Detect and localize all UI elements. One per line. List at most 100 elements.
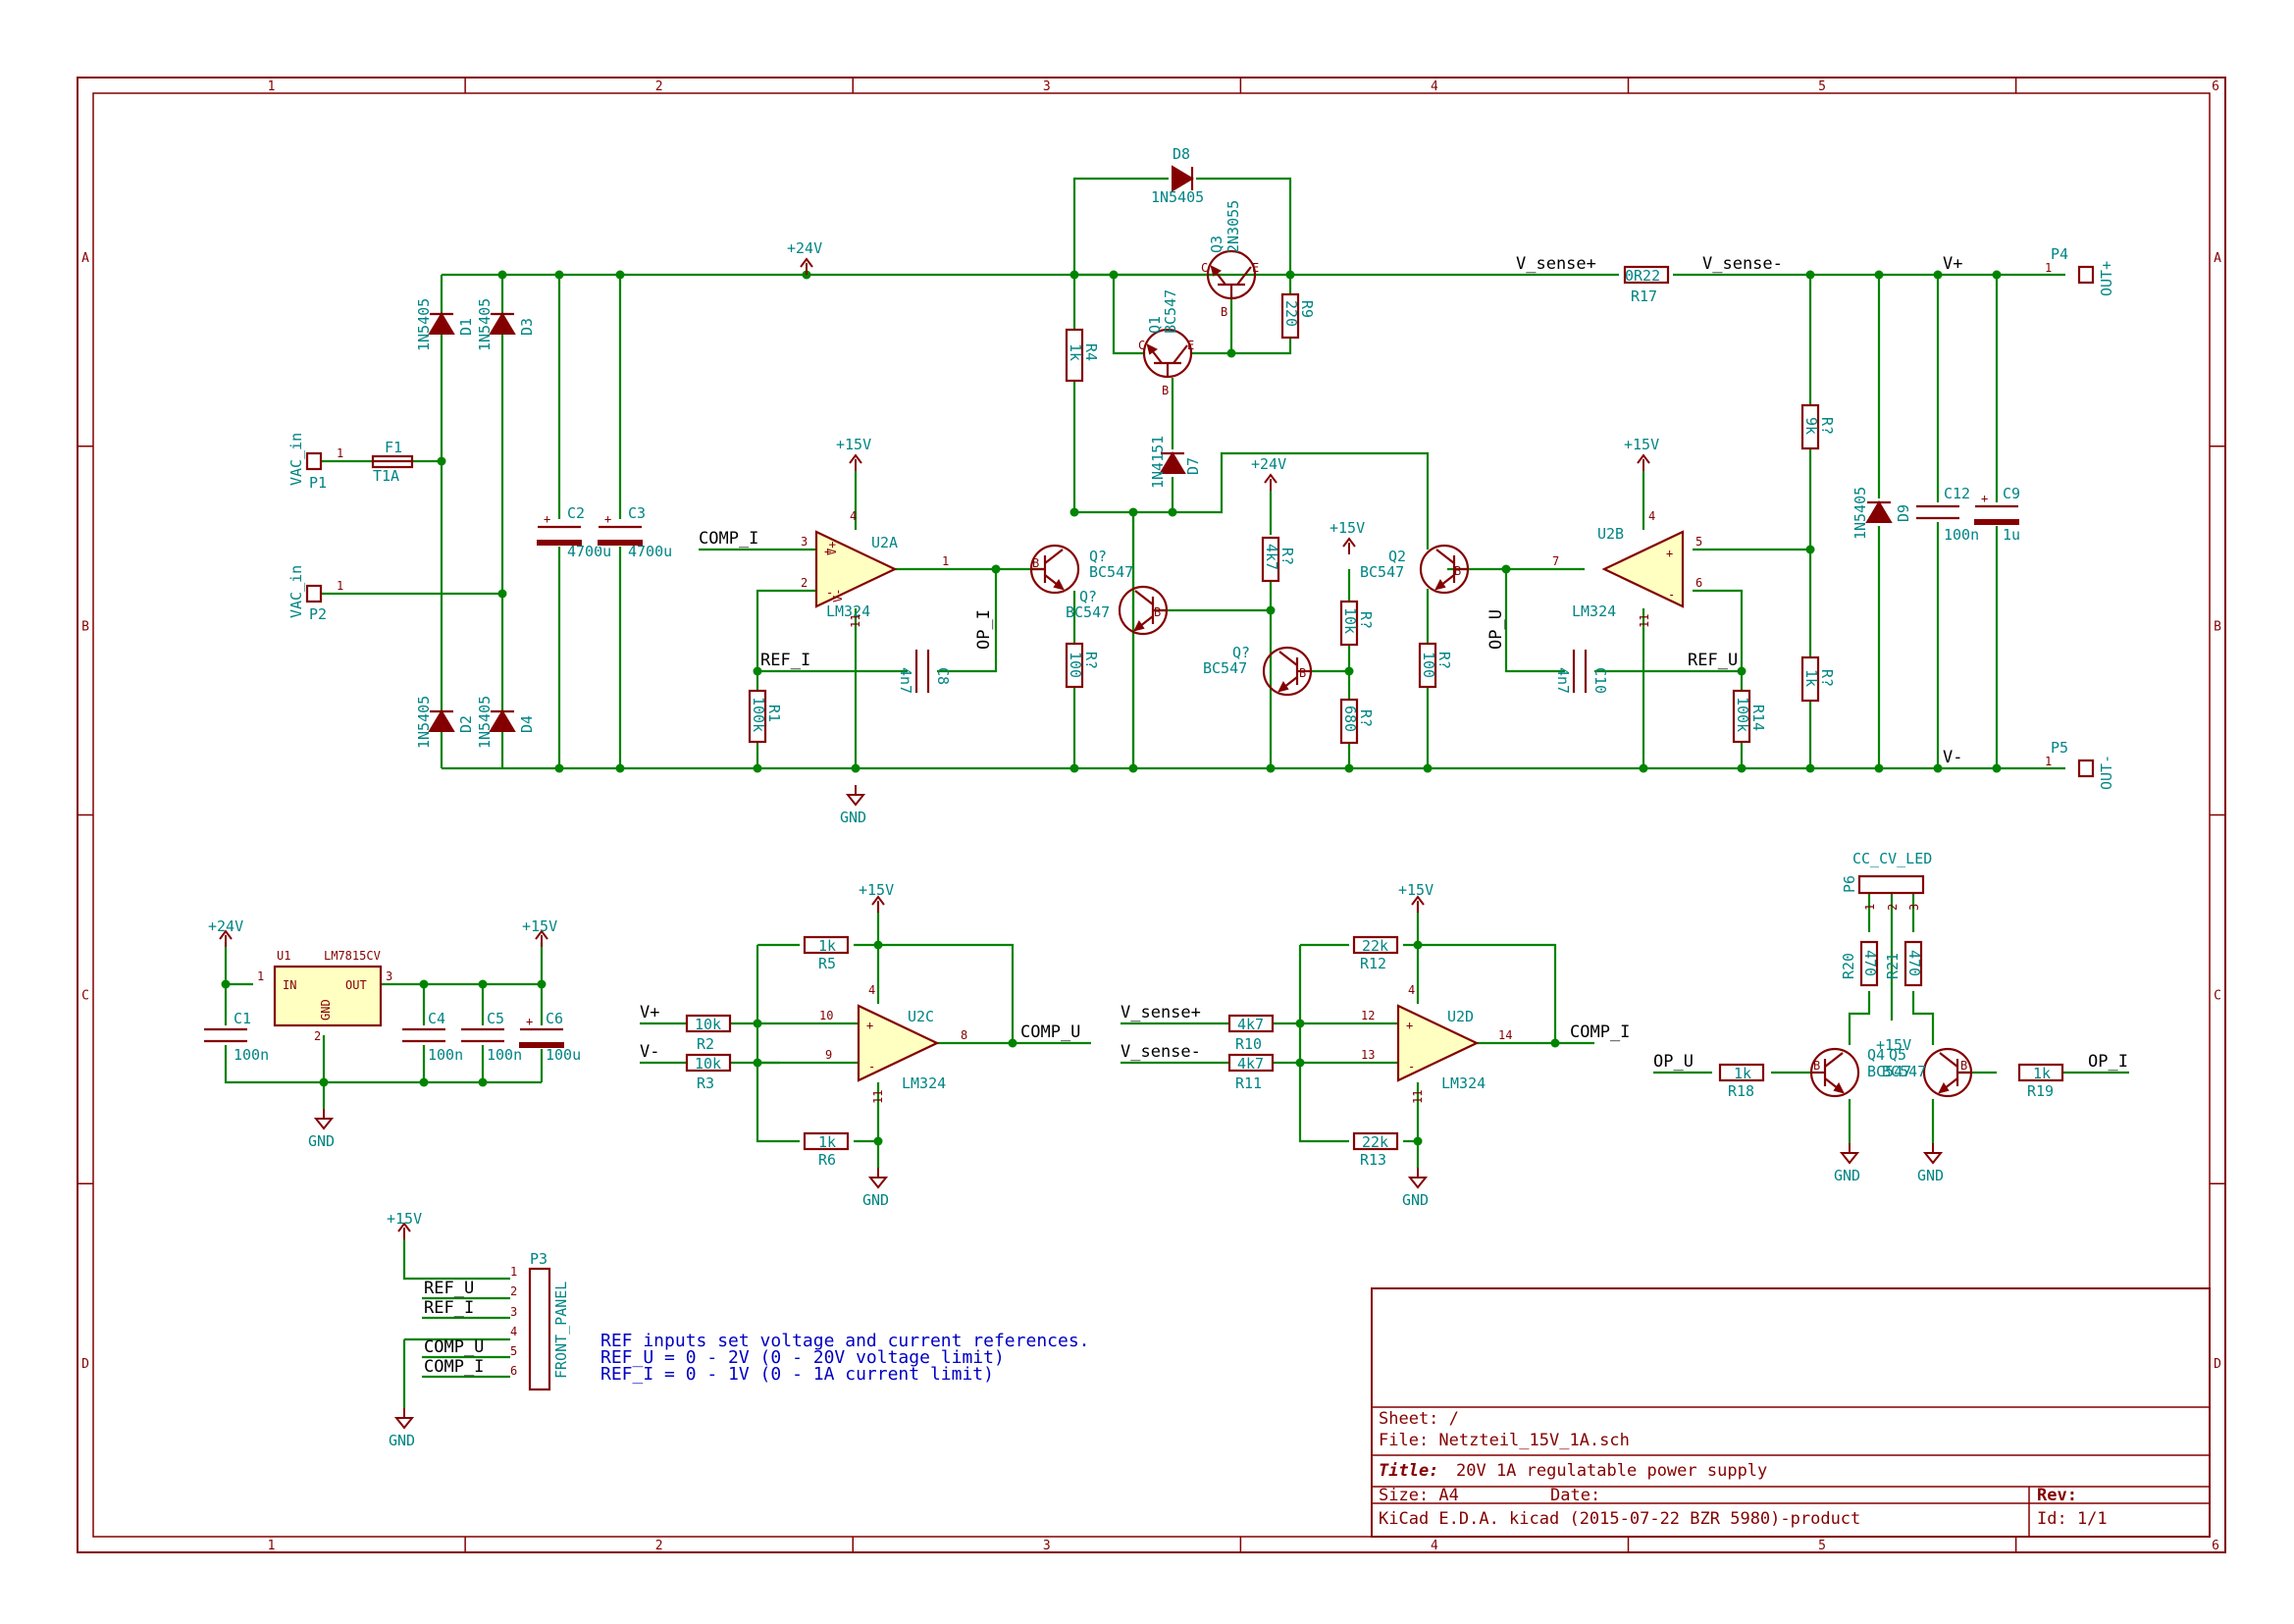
resistor-r5[interactable]: 1k R5 <box>803 935 850 972</box>
p1-pin-1: 1 <box>337 446 343 460</box>
diode-d1[interactable]: D1 1N5405 <box>415 298 475 351</box>
capacitor-c4[interactable]: C4 100n <box>400 1010 463 1064</box>
p3-pin-3: 3 <box>510 1305 517 1319</box>
resistor-r-100b[interactable]: 100 R? <box>1418 642 1453 689</box>
capacitor-c2[interactable]: C2 4700u <box>536 504 611 560</box>
c6-val: 100u <box>546 1046 581 1064</box>
r13-val: 22k <box>1362 1133 1388 1151</box>
resistor-r6[interactable]: 1k R6 <box>803 1131 850 1169</box>
frame-column-label: 5 <box>1818 1539 1826 1553</box>
capacitor-c3[interactable]: C3 4700u <box>597 504 672 560</box>
resistor-r10[interactable]: 4k7 R10 <box>1227 1014 1275 1053</box>
junction-dot <box>554 763 564 773</box>
net-ref-i-p3: REF_I <box>424 1298 474 1318</box>
qa-pin-b: B <box>1032 556 1039 570</box>
junction-dot <box>537 979 547 989</box>
resistor-r9[interactable]: 220 R9 <box>1280 292 1316 340</box>
d3-val: 1N5405 <box>476 298 494 351</box>
resistor-r-9k[interactable]: 9k R? <box>1800 403 1836 450</box>
resistor-r19[interactable]: 1k R19 <box>2017 1063 2064 1100</box>
transistor-q4[interactable] <box>1809 1047 1860 1098</box>
c5-val: 100n <box>487 1046 522 1064</box>
led-connector-p6[interactable]: CC_CV_LED P6 1 2 3 <box>1841 850 1932 911</box>
resistor-r14[interactable]: 100k R14 <box>1732 689 1767 744</box>
resistor-r4[interactable]: 1k R4 <box>1065 328 1100 383</box>
junction-dot <box>1069 507 1079 517</box>
regulator-u1[interactable]: IN OUT GND U1 LM7815CV 1 3 2 <box>257 949 392 1043</box>
input-connector-p1[interactable]: P1 VAC_in 1 <box>287 433 343 492</box>
diode-d4[interactable]: D4 1N5405 <box>476 696 536 749</box>
resistor-r21[interactable]: 470 R21 <box>1884 940 1923 987</box>
note-line-2: REF_U = 0 - 2V (0 - 20V voltage limit) <box>600 1347 1005 1368</box>
u2a-plus: + <box>824 545 831 558</box>
resistor-r1[interactable]: 100k R1 <box>748 689 783 744</box>
resistor-r-100[interactable]: 100 R? <box>1065 642 1100 689</box>
q2-ref: Q2 <box>1388 548 1406 565</box>
diode-d3[interactable]: D3 1N5405 <box>476 298 536 351</box>
u2c-minus: - <box>868 1060 875 1074</box>
resistor-r-680[interactable]: 680 R? <box>1339 698 1375 745</box>
q-a-labels: Q? BC547 <box>1089 548 1133 581</box>
transistor-q1[interactable] <box>1142 328 1193 379</box>
u2b-pin-11: 11 <box>1638 614 1651 628</box>
d3-ref: D3 <box>518 318 536 336</box>
fuse-f1[interactable]: F1 T1A <box>371 439 414 485</box>
title-block-title-label: Title: <box>1379 1461 1438 1481</box>
u1-pin-1: 1 <box>257 969 264 983</box>
resistor-r11[interactable]: 4k7 R11 <box>1227 1053 1275 1092</box>
q3-pin-c: C <box>1201 261 1208 275</box>
resistor-r2[interactable]: 10k R2 <box>685 1014 732 1053</box>
p1-ref: P1 <box>309 474 327 492</box>
resistor-r12[interactable]: 22k R12 <box>1352 935 1399 972</box>
transistor-q5[interactable] <box>1922 1047 1973 1098</box>
capacitor-c5[interactable]: C5 100n <box>459 1010 522 1064</box>
r21-val: 470 <box>1905 950 1923 976</box>
capacitor-c8[interactable]: C8 4n7 <box>897 648 952 695</box>
junction-dot <box>1109 270 1119 280</box>
net-v-plus-u2c: V+ <box>640 1003 659 1022</box>
net-v-sense-plus-u2d: V_sense+ <box>1121 1003 1201 1022</box>
r2-val: 10k <box>695 1016 721 1033</box>
diode-d8[interactable]: D8 1N5405 <box>1151 145 1204 206</box>
capacitor-c12[interactable]: C12 100n <box>1914 485 1979 544</box>
opamp-u2a[interactable]: + - V+ V- U2A LM324 3 2 1 4 11 <box>801 509 949 628</box>
resistor-r20[interactable]: 470 R20 <box>1840 940 1879 987</box>
gnd-u2a: GND <box>840 784 866 826</box>
front-panel-connector-p3[interactable]: P3 FRONT_PANEL 1 2 3 4 5 6 <box>510 1250 570 1391</box>
output-connector-p5[interactable]: 1 P5 OUT- <box>2045 739 2115 790</box>
opamp-u2d[interactable]: + - U2D LM324 12 13 14 4 11 <box>1361 983 1512 1104</box>
resistor-r17[interactable]: 0R22 R17 <box>1623 265 1670 305</box>
resistor-r13[interactable]: 22k R13 <box>1352 1131 1399 1169</box>
r-100-ref: R? <box>1082 652 1100 669</box>
junction-dot <box>1344 666 1354 676</box>
c2-val: 4700u <box>567 543 611 560</box>
opamp-u2c[interactable]: + - U2C LM324 10 9 8 4 11 <box>819 983 967 1104</box>
capacitor-c1[interactable]: C1 100n <box>202 1010 269 1064</box>
input-connector-p2[interactable]: P2 VAC_in 1 <box>287 565 343 623</box>
net-op-i-u2a: OP_I <box>974 609 994 650</box>
resistor-r-1k[interactable]: 1k R? <box>1800 655 1836 703</box>
junction-dot <box>1933 763 1943 773</box>
u2b-plus: + <box>1666 547 1673 560</box>
u2b-val: LM324 <box>1572 602 1616 620</box>
diode-d7[interactable]: D7 1N4151 <box>1149 436 1202 489</box>
p3-pin-6: 6 <box>510 1364 517 1378</box>
resistor-r-4k7[interactable]: 4k7 R? <box>1261 536 1296 583</box>
net-op-i-led: OP_I <box>2088 1052 2128 1072</box>
resistor-r18[interactable]: 1k R18 <box>1718 1063 1765 1100</box>
output-connector-p4[interactable]: 1 P4 OUT+ <box>2045 245 2115 296</box>
power-15v-u2d: +15V <box>1398 881 1434 914</box>
junction-dot <box>1295 1058 1305 1068</box>
power-24v-main: +24V <box>787 239 822 276</box>
diode-d9[interactable]: D9 1N5405 <box>1851 487 1912 540</box>
resistor-r-10k[interactable]: 10k R? <box>1339 600 1375 647</box>
r18-ref: R18 <box>1728 1082 1754 1100</box>
capacitor-c10[interactable]: C10 4n7 <box>1554 648 1609 695</box>
junction-dot <box>1168 507 1177 517</box>
capacitor-c9[interactable]: C9 1u <box>1973 485 2020 544</box>
junction-dot <box>497 270 507 280</box>
resistor-r3[interactable]: 10k R3 <box>685 1053 732 1092</box>
capacitor-c6[interactable]: C6 100u <box>518 1010 581 1064</box>
q5-labels: Q5 BC547 <box>1882 1046 1926 1080</box>
diode-d2[interactable]: D2 1N5405 <box>415 696 475 749</box>
